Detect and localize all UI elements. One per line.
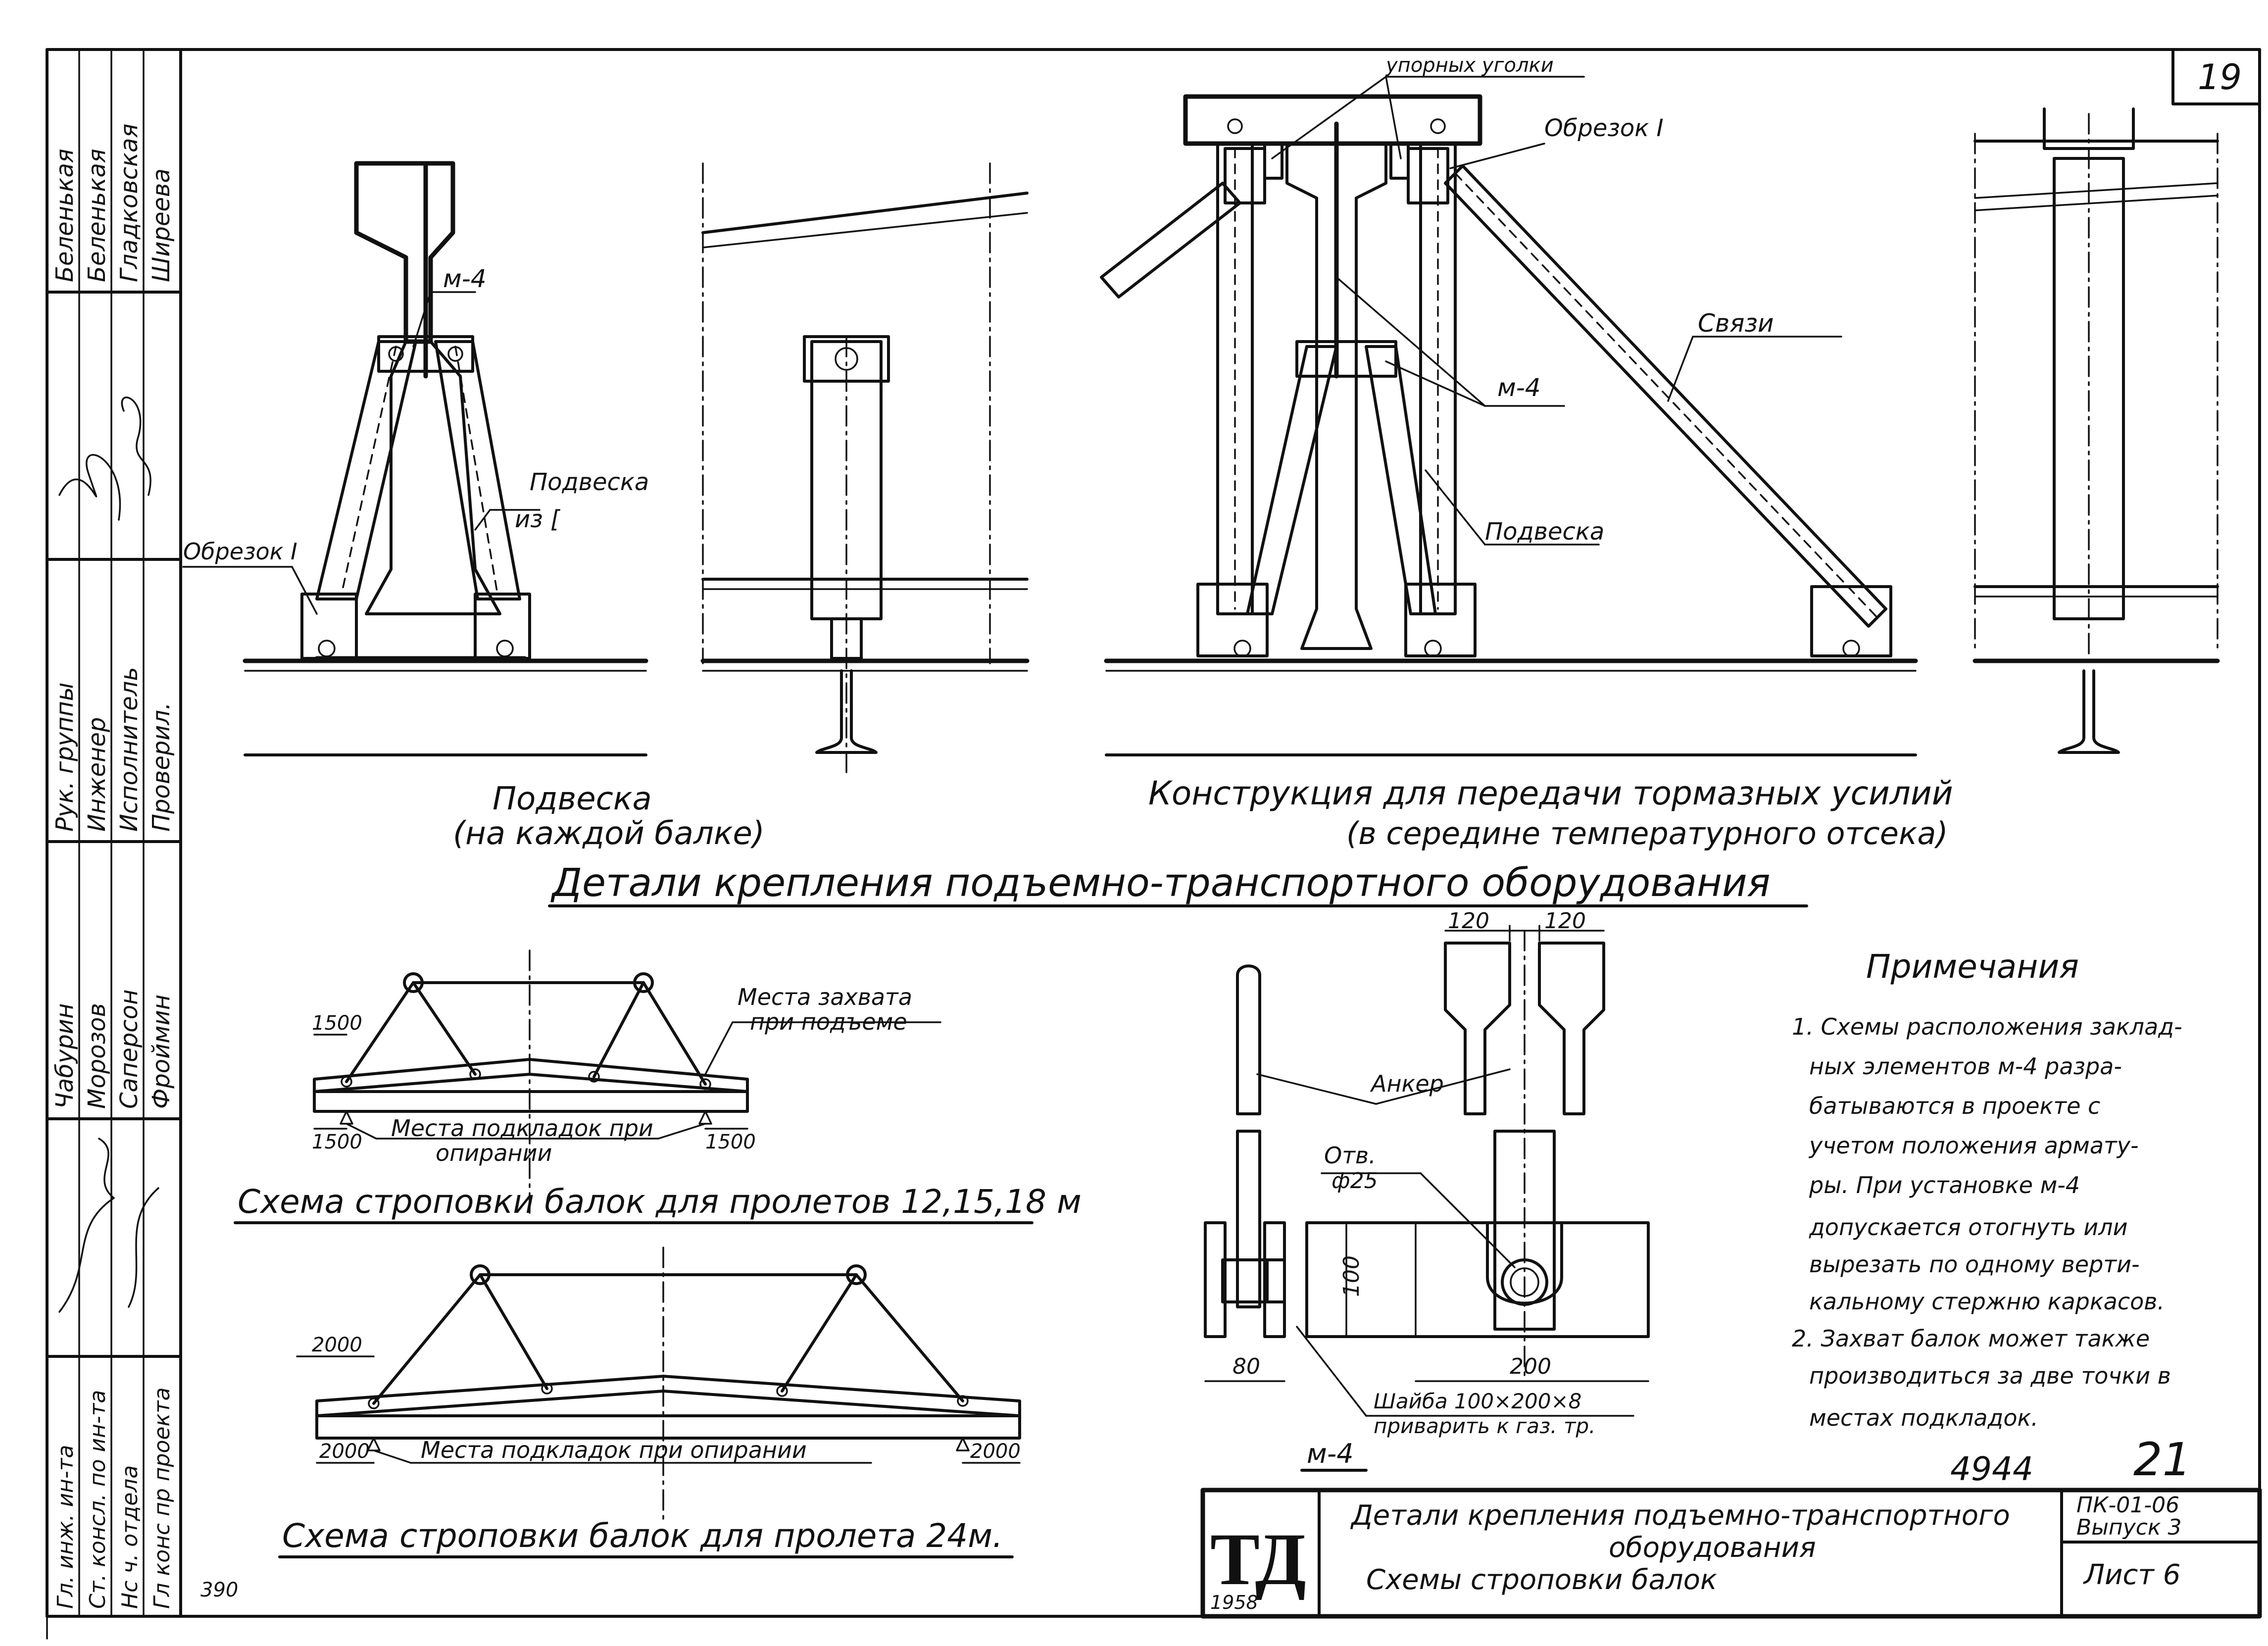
title-block-code-1: ПК-01-06 xyxy=(2076,1493,2179,1518)
sling-scheme-1 xyxy=(313,949,941,1219)
label-svyazi: Связи xyxy=(1698,309,1774,338)
note-line-10: производиться за две точки в xyxy=(1809,1362,2171,1389)
note-line-8: кальному стержню каркасов. xyxy=(1809,1288,2165,1315)
notes-code-b: 21 xyxy=(2133,1433,2191,1486)
m4-dim-120b: 120 xyxy=(1544,908,1586,934)
label-upornye-ugolki: упорных уголки xyxy=(1385,54,1554,77)
svg-text:Фроймин: Фроймин xyxy=(148,995,175,1109)
main-title: Детали крепления подъемно-транспортного … xyxy=(550,861,1771,905)
note-line-3: батываются в проекте с xyxy=(1809,1093,2100,1119)
sling1-dim-top: 1500 xyxy=(312,1012,362,1035)
note-line-1: 1. Схемы расположения заклад- xyxy=(1792,1013,2182,1040)
m4-hole-label-1: Отв. xyxy=(1324,1142,1376,1169)
svg-text:Нс ч. отдела: Нс ч. отдела xyxy=(117,1465,143,1609)
svg-text:Беленькая: Беленькая xyxy=(51,149,79,282)
sidebar-names-mid: Чабурин Морозов Саперсон Фроймин xyxy=(51,990,175,1109)
sling1-support-label-2: опирании xyxy=(436,1140,552,1166)
m4-dim-80: 80 xyxy=(1233,1354,1260,1379)
m4-dim-200: 200 xyxy=(1510,1354,1551,1379)
label-obrezok-b: Обрезок I xyxy=(1544,114,1664,142)
note-line-6: допускается отогнуть или xyxy=(1809,1214,2127,1241)
m4-washer-label-1: Шайба 100×200×8 xyxy=(1374,1389,1581,1413)
sling2-dim-tl: 2000 xyxy=(312,1334,362,1356)
svg-text:Гл конс пр проекта: Гл конс пр проекта xyxy=(149,1387,175,1609)
title-block-code-2: Выпуск 3 xyxy=(2076,1515,2181,1540)
label-podveska: Подвеска xyxy=(530,468,649,496)
sling2-support-label: Места подкладок при опирании xyxy=(421,1437,807,1463)
left-sidebar xyxy=(46,48,182,1618)
note-line-5: ры. При установке м-4 xyxy=(1809,1172,2080,1198)
svg-text:Морозов: Морозов xyxy=(83,1003,111,1109)
sidebar-names-top: Беленькая Беленькая Гладковская Ширеева xyxy=(51,124,175,282)
braking-side-view xyxy=(1972,107,2220,754)
view2-title-line1: Конструкция для передачи тормазных усили… xyxy=(1148,774,1953,812)
sling1-dim-bl: 1500 xyxy=(312,1131,362,1153)
m4-detail-label: м-4 xyxy=(1307,1438,1354,1469)
title-block-desc-2: оборудования xyxy=(1609,1532,1816,1564)
svg-text:Гладковская: Гладковская xyxy=(115,124,143,282)
view2-title-line2: (в середине температурного отсека) xyxy=(1346,815,1948,851)
view1-title-line2: (на каждой балке) xyxy=(453,815,765,852)
sling2-dim-br: 2000 xyxy=(970,1440,1021,1463)
title-block-year: 1958 xyxy=(1210,1592,1258,1613)
m4-embedded-detail xyxy=(1204,925,1650,1417)
svg-text:Гл. инж. ин-та: Гл. инж. ин-та xyxy=(53,1445,78,1609)
m4-dim-100: 100 xyxy=(1339,1255,1364,1297)
m4-anchor-label: Анкер xyxy=(1370,1070,1444,1097)
title-block-desc-1: Детали крепления подъемно-транспортного xyxy=(1350,1499,2010,1532)
title-block-logo: ТД xyxy=(1210,1518,1306,1600)
sling1-grip-label-2: при подъеме xyxy=(750,1008,907,1035)
label-podveska-b: Подвеска xyxy=(1485,518,1604,546)
notes-code-a: 4944 xyxy=(1950,1450,2033,1488)
m4-dim-120a: 120 xyxy=(1448,908,1489,934)
note-line-11: местах подкладок. xyxy=(1809,1404,2038,1431)
svg-text:Исполнитель: Исполнитель xyxy=(115,667,143,832)
notes-heading: Примечания xyxy=(1866,948,2079,986)
sling1-title: Схема строповки балок для пролетов 12,15… xyxy=(238,1183,1082,1221)
m4-hole-label-2: ф25 xyxy=(1331,1168,1378,1194)
sling2-title: Схема строповки балок для пролета 24м. xyxy=(282,1517,1003,1555)
title-block-desc-3: Схемы строповки балок xyxy=(1366,1564,1717,1596)
sling1-support-label-1: Места подкладок при xyxy=(391,1115,653,1142)
title-block-sheet: Лист 6 xyxy=(2083,1559,2180,1591)
svg-text:Ст. консл. по ин-та: Ст. консл. по ин-та xyxy=(85,1390,110,1609)
sidebar-titles-bottom: Гл. инж. ин-та Ст. консл. по ин-та Нс ч.… xyxy=(53,1387,175,1609)
view1-title-line1: Подвеска xyxy=(493,781,652,817)
sling1-grip-label-1: Места захвата xyxy=(738,984,912,1010)
notes-block: Примечания 1. Схемы расположения заклад-… xyxy=(1792,948,2191,1488)
note-line-4: учетом положения армату- xyxy=(1808,1132,2139,1159)
svg-text:Чабурин: Чабурин xyxy=(51,1003,79,1109)
svg-text:Саперсон: Саперсон xyxy=(115,990,143,1109)
note-line-2: ных элементов м-4 разра- xyxy=(1809,1053,2122,1080)
label-m4-b: м-4 xyxy=(1497,373,1541,402)
hanger-side-view xyxy=(700,162,1030,773)
sling2-dim-bl: 2000 xyxy=(319,1440,370,1463)
label-podveska-iz: из [ xyxy=(515,505,561,533)
label-obrezok-a: Обрезок I xyxy=(183,538,297,565)
svg-text:Ширеева: Ширеева xyxy=(148,168,175,282)
title-block xyxy=(1200,1488,2262,1619)
label-m4-a: м-4 xyxy=(443,264,487,293)
svg-text:Рук. группы: Рук. группы xyxy=(51,682,79,832)
note-line-9: 2. Захват балок может также xyxy=(1792,1325,2150,1352)
svg-text:Проверил.: Проверил. xyxy=(148,702,175,832)
sling1-dim-br: 1500 xyxy=(705,1131,756,1153)
stamp-number: 390 xyxy=(200,1579,238,1601)
sheet-number: 19 xyxy=(2198,57,2242,98)
sidebar-roles: Рук. группы Инженер Исполнитель Проверил… xyxy=(51,667,175,832)
braking-structure-view xyxy=(1100,76,1918,756)
note-line-7: вырезать по одному верти- xyxy=(1809,1251,2140,1278)
svg-text:Инженер: Инженер xyxy=(83,717,111,832)
sling-scheme-2 xyxy=(296,1247,1021,1526)
m4-washer-label-2: приварить к газ. тр. xyxy=(1374,1414,1595,1438)
svg-text:Беленькая: Беленькая xyxy=(83,149,111,282)
hanger-view xyxy=(182,161,648,756)
